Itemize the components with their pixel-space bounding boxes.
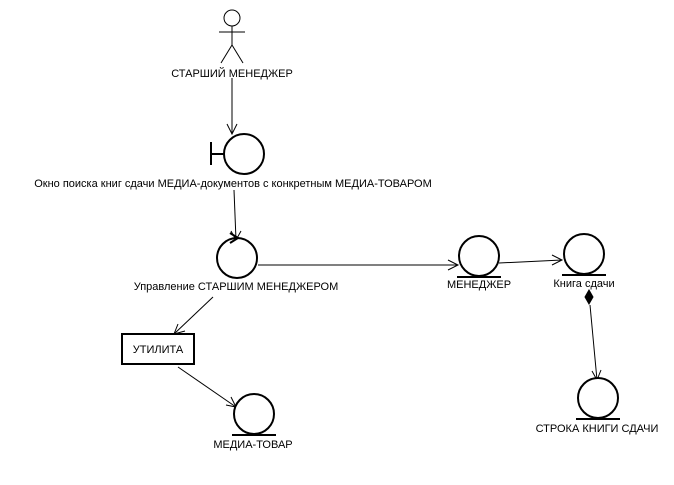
entity-icon [457,235,501,278]
control-icon [216,232,258,279]
boundary-label: Окно поиска книг сдачи МЕДИА-документов … [34,178,432,190]
entity-book-label: Книга сдачи [553,278,614,290]
entity-icon [232,393,276,436]
boundary-icon [210,133,265,175]
connector-utility-to-media-item[interactable] [177,366,237,408]
entity-media-item-label: МЕДИА-ТОВАР [213,439,292,451]
control-senior-manager-management[interactable]: Управление СТАРШИМ МЕНЕДЖЕРОМ [134,232,339,293]
connector-actor-to-boundary[interactable] [226,78,238,136]
utility-class[interactable]: УТИЛИТА [121,333,195,365]
boundary-search-window[interactable]: Окно поиска книг сдачи МЕДИА-документов … [34,133,432,190]
entity-icon [562,233,606,276]
connector-manager-to-book[interactable] [498,254,564,266]
entity-book-line-label: СТРОКА КНИГИ СДАЧИ [536,423,659,435]
utility-label: УТИЛИТА [133,344,184,356]
entity-book-line[interactable]: СТРОКА КНИГИ СДАЧИ [536,377,659,435]
composition-diamond [584,288,594,306]
actor-senior-manager[interactable]: СТАРШИЙ МЕНЕДЖЕР [171,9,293,80]
entity-media-item[interactable]: МЕДИА-ТОВАР [213,393,293,451]
stick-figure-icon [219,9,245,64]
connector-book-to-book-line[interactable] [584,288,602,382]
entity-manager[interactable]: МЕНЕДЖЕР [447,235,511,291]
control-label: Управление СТАРШИМ МЕНЕДЖЕРОМ [134,281,339,293]
connector-control-to-utility[interactable] [173,296,214,335]
entity-manager-label: МЕНЕДЖЕР [447,279,511,291]
actor-label: СТАРШИЙ МЕНЕДЖЕР [171,67,293,80]
connector-control-to-manager[interactable] [258,259,460,271]
entity-book[interactable]: Книга сдачи [553,233,615,290]
connector-boundary-to-control[interactable] [230,189,242,242]
entity-icon [576,377,620,420]
